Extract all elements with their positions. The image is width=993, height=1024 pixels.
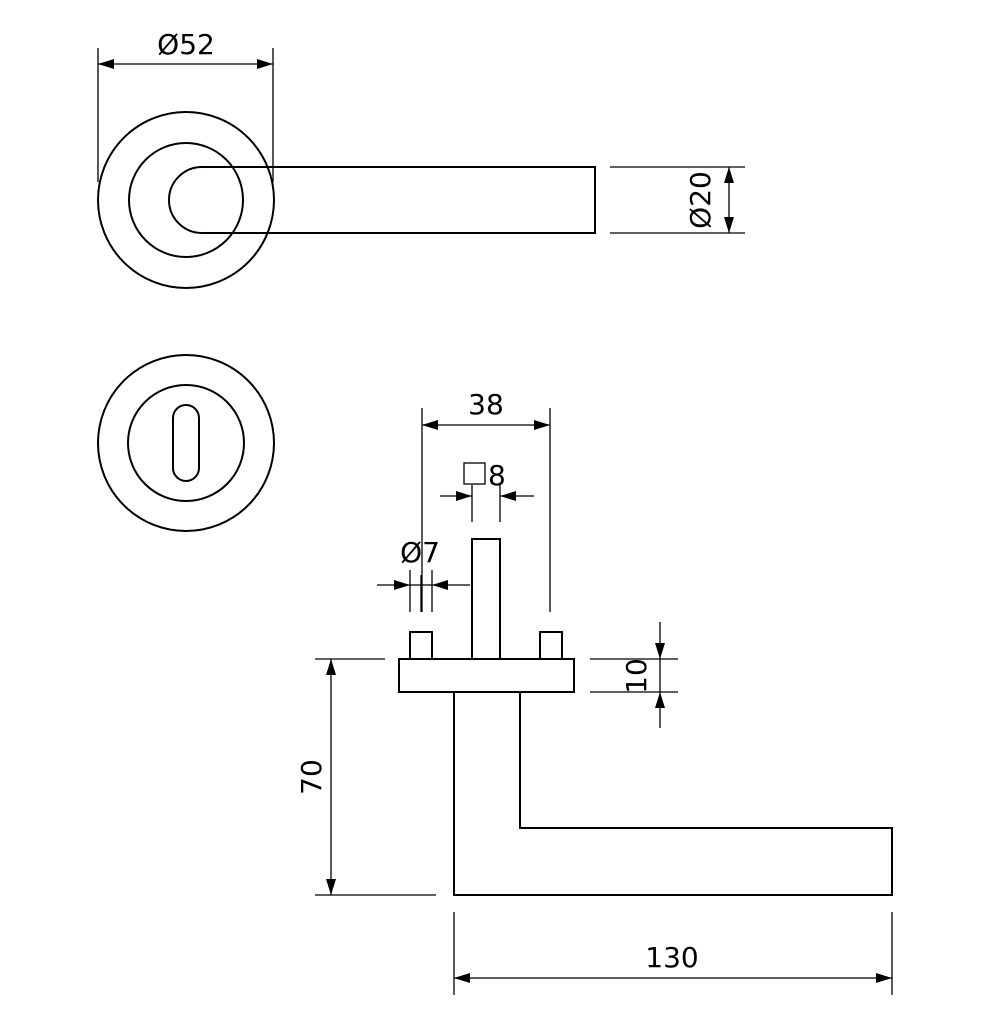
rose-inner-circle (128, 142, 244, 258)
lever-height-label: 70 (295, 759, 328, 795)
lever-length-label: 130 (645, 941, 698, 974)
fixing-pin-right (539, 631, 563, 660)
lever-l-profile (453, 692, 893, 896)
rose-outer-circle (97, 111, 275, 289)
escutcheon-outer-circle (97, 354, 275, 532)
keyhole-slot (172, 404, 200, 482)
spindle (471, 538, 501, 660)
lever-top-view (97, 111, 596, 289)
dimension-rose-thickness: 10 (590, 622, 678, 728)
dimension-base-width: 38 (421, 388, 551, 612)
lever-diameter-label: Ø20 (684, 171, 717, 229)
rose-base (398, 658, 575, 693)
dimension-spindle-square: 8 (440, 459, 534, 522)
base-width-label: 38 (468, 388, 504, 421)
dimension-lever-length: 130 (453, 912, 893, 995)
lever-bar-outline (168, 166, 596, 234)
dimension-lever-diameter: Ø20 (610, 166, 745, 234)
rose-thickness-label: 10 (620, 658, 653, 694)
rose-diameter-label: Ø52 (157, 28, 215, 61)
keyhole-escutcheon (97, 354, 275, 532)
escutcheon-inner-circle (127, 384, 245, 502)
spindle-square-label: 8 (488, 459, 506, 492)
square-symbol-icon (463, 462, 486, 485)
pin-diameter-label: Ø7 (400, 536, 440, 569)
dimension-lever-height: 70 (295, 658, 436, 896)
lever-side-view (398, 538, 893, 896)
fixing-pin-left (409, 631, 433, 660)
dimension-rose-diameter: Ø52 (97, 28, 274, 182)
dimension-pin-diameter: Ø7 (377, 536, 470, 612)
